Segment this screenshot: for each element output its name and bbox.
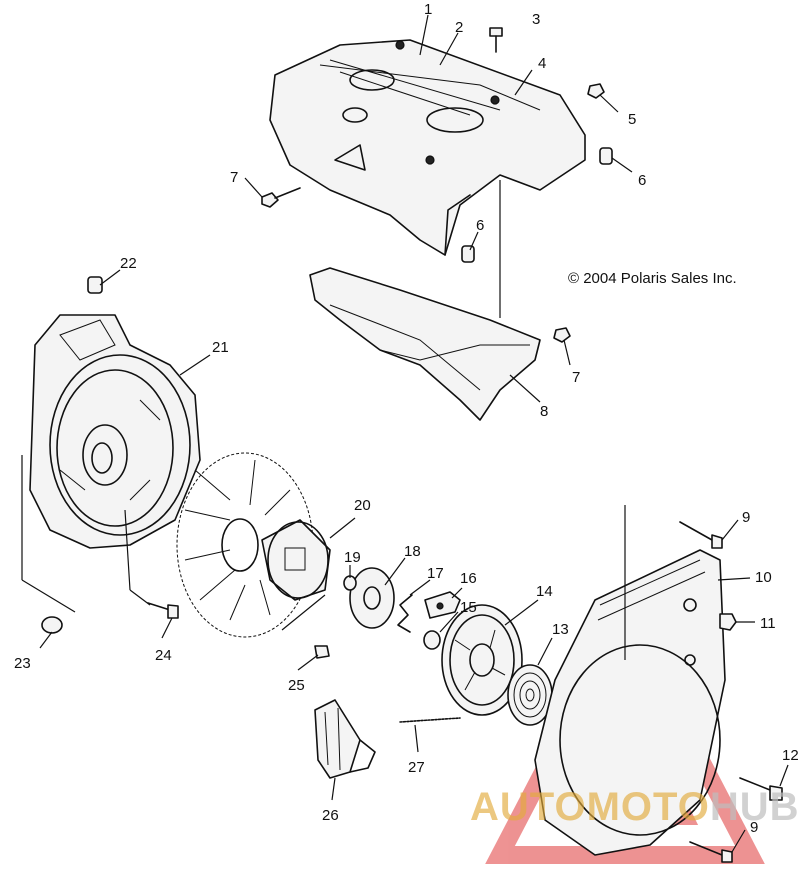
callout-20: 20 xyxy=(354,497,371,514)
fan-housing xyxy=(29,314,201,549)
callout-27: 27 xyxy=(408,759,425,776)
callout-9-lower: 9 xyxy=(750,819,758,836)
callout-labels: 1 2 3 4 5 6 6 7 7 8 9 9 10 11 12 13 14 1… xyxy=(14,1,799,836)
callout-2: 2 xyxy=(455,19,463,36)
bushing-15 xyxy=(423,630,441,650)
callout-24: 24 xyxy=(155,647,172,664)
starter-rope xyxy=(399,717,461,723)
callout-6-lower: 6 xyxy=(476,217,484,234)
starter-handle xyxy=(314,699,376,779)
callout-15: 15 xyxy=(460,599,477,616)
callout-4: 4 xyxy=(538,55,546,72)
rewind-pulley xyxy=(441,604,523,716)
callout-1: 1 xyxy=(424,1,432,18)
callout-12: 12 xyxy=(782,747,799,764)
callout-8: 8 xyxy=(540,403,548,420)
nut-19 xyxy=(343,575,357,591)
callout-3: 3 xyxy=(532,11,540,28)
callout-17: 17 xyxy=(427,565,444,582)
bolt-24 xyxy=(147,602,179,619)
nut-22 xyxy=(87,276,103,294)
callout-21: 21 xyxy=(212,339,229,356)
callout-19: 19 xyxy=(344,549,361,566)
pawl-spring xyxy=(397,594,413,633)
top-shroud xyxy=(269,39,586,256)
bolt-9-upper xyxy=(679,521,723,549)
screw-7-upper xyxy=(261,187,301,208)
grommet-6-lower xyxy=(461,245,475,263)
plug-23 xyxy=(41,616,63,634)
pawl xyxy=(424,591,461,619)
watermark-text: AUTOMOTOHUB xyxy=(470,785,800,830)
callout-14: 14 xyxy=(536,583,553,600)
grommet-6-upper xyxy=(599,147,613,165)
recoil-housing xyxy=(534,549,726,856)
callout-7-upper: 7 xyxy=(230,169,238,186)
callout-7-lower: 7 xyxy=(572,369,580,386)
callout-22: 22 xyxy=(120,255,137,272)
callout-23: 23 xyxy=(14,655,31,672)
screw-7-lower xyxy=(553,327,571,343)
watermark-part1: AUTOMOTO xyxy=(470,785,710,829)
nut-11 xyxy=(719,613,737,631)
leader-lines xyxy=(21,14,789,853)
callout-6-upper: 6 xyxy=(638,172,646,189)
callout-11: 11 xyxy=(760,615,776,632)
callout-10: 10 xyxy=(755,569,772,586)
screw-3 xyxy=(489,27,503,53)
lower-duct xyxy=(309,267,541,421)
starter-cup xyxy=(261,519,331,601)
copyright-notice: © 2004 Polaris Sales Inc. xyxy=(568,270,737,287)
callout-26: 26 xyxy=(322,807,339,824)
callout-18: 18 xyxy=(404,543,421,560)
bolt-9-lower xyxy=(689,841,733,863)
callout-5: 5 xyxy=(628,111,636,128)
bolt-12 xyxy=(739,777,783,801)
bolt-25 xyxy=(314,645,330,659)
watermark-part2: HUB xyxy=(709,785,800,829)
callout-13: 13 xyxy=(552,621,569,638)
callout-16: 16 xyxy=(460,570,477,587)
friction-plate xyxy=(349,567,395,629)
callout-25: 25 xyxy=(288,677,305,694)
callout-9-upper: 9 xyxy=(742,509,750,526)
